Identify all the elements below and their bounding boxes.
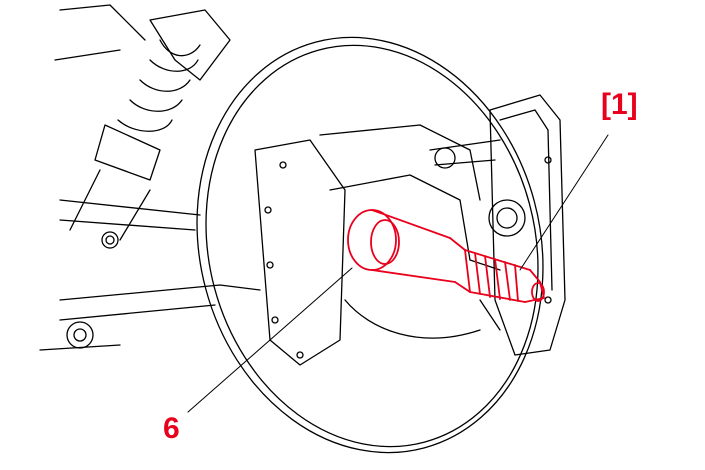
lower-arm <box>39 231 261 351</box>
callout-label-6: 6 <box>163 412 180 445</box>
brake-disc <box>196 36 544 454</box>
threaded-tool <box>347 209 545 303</box>
leader-line-1 <box>519 134 609 271</box>
leader-line-6 <box>187 267 353 413</box>
suspension-boot <box>54 4 231 241</box>
brake-caliper <box>429 94 566 356</box>
callout-label-1: [1] <box>601 88 638 121</box>
backing-plate <box>254 124 481 366</box>
